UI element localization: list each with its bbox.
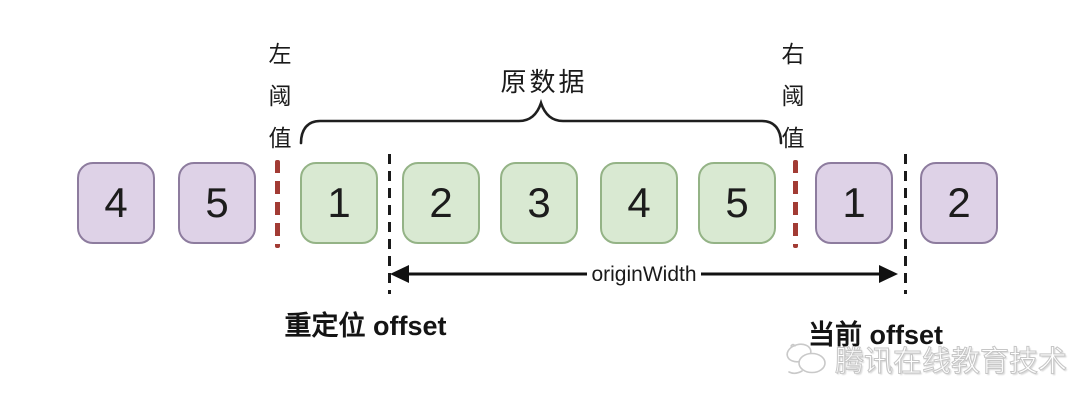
reposition-offset-line	[388, 154, 391, 294]
left-threshold-line	[275, 160, 280, 248]
carousel-item-clone-5: 5	[178, 162, 256, 244]
arrowhead-left-icon	[390, 265, 409, 283]
carousel-item-4: 4	[600, 162, 678, 244]
carousel-item-3: 3	[500, 162, 578, 244]
carousel-item-clone-2: 2	[920, 162, 998, 244]
arrowhead-right-icon	[879, 265, 898, 283]
reposition-offset-label: 重定位 offset	[284, 311, 447, 341]
carousel-item-clone-4: 4	[77, 162, 155, 244]
origin-width-label: originWidth	[591, 263, 696, 286]
carousel-item-2: 2	[402, 162, 480, 244]
current-offset-label: 当前 offset	[808, 320, 943, 350]
origin-width-arrow: originWidth	[390, 263, 898, 286]
carousel-item-5: 5	[698, 162, 776, 244]
carousel-item-clone-1: 1	[815, 162, 893, 244]
carousel-item-1: 1	[300, 162, 378, 244]
left-threshold-label: 左阈值	[265, 42, 291, 168]
current-offset-line	[904, 154, 907, 294]
right-threshold-label: 右阈值	[778, 42, 804, 168]
watermark-text: 腾讯在线教育技术	[834, 346, 1068, 379]
watermark: 腾讯在线教育技术	[784, 338, 1068, 380]
right-threshold-line	[793, 160, 798, 248]
watermark-logo-icon	[786, 343, 826, 375]
origin-data-title: 原数据	[500, 67, 588, 97]
overbrace-icon	[299, 99, 783, 145]
